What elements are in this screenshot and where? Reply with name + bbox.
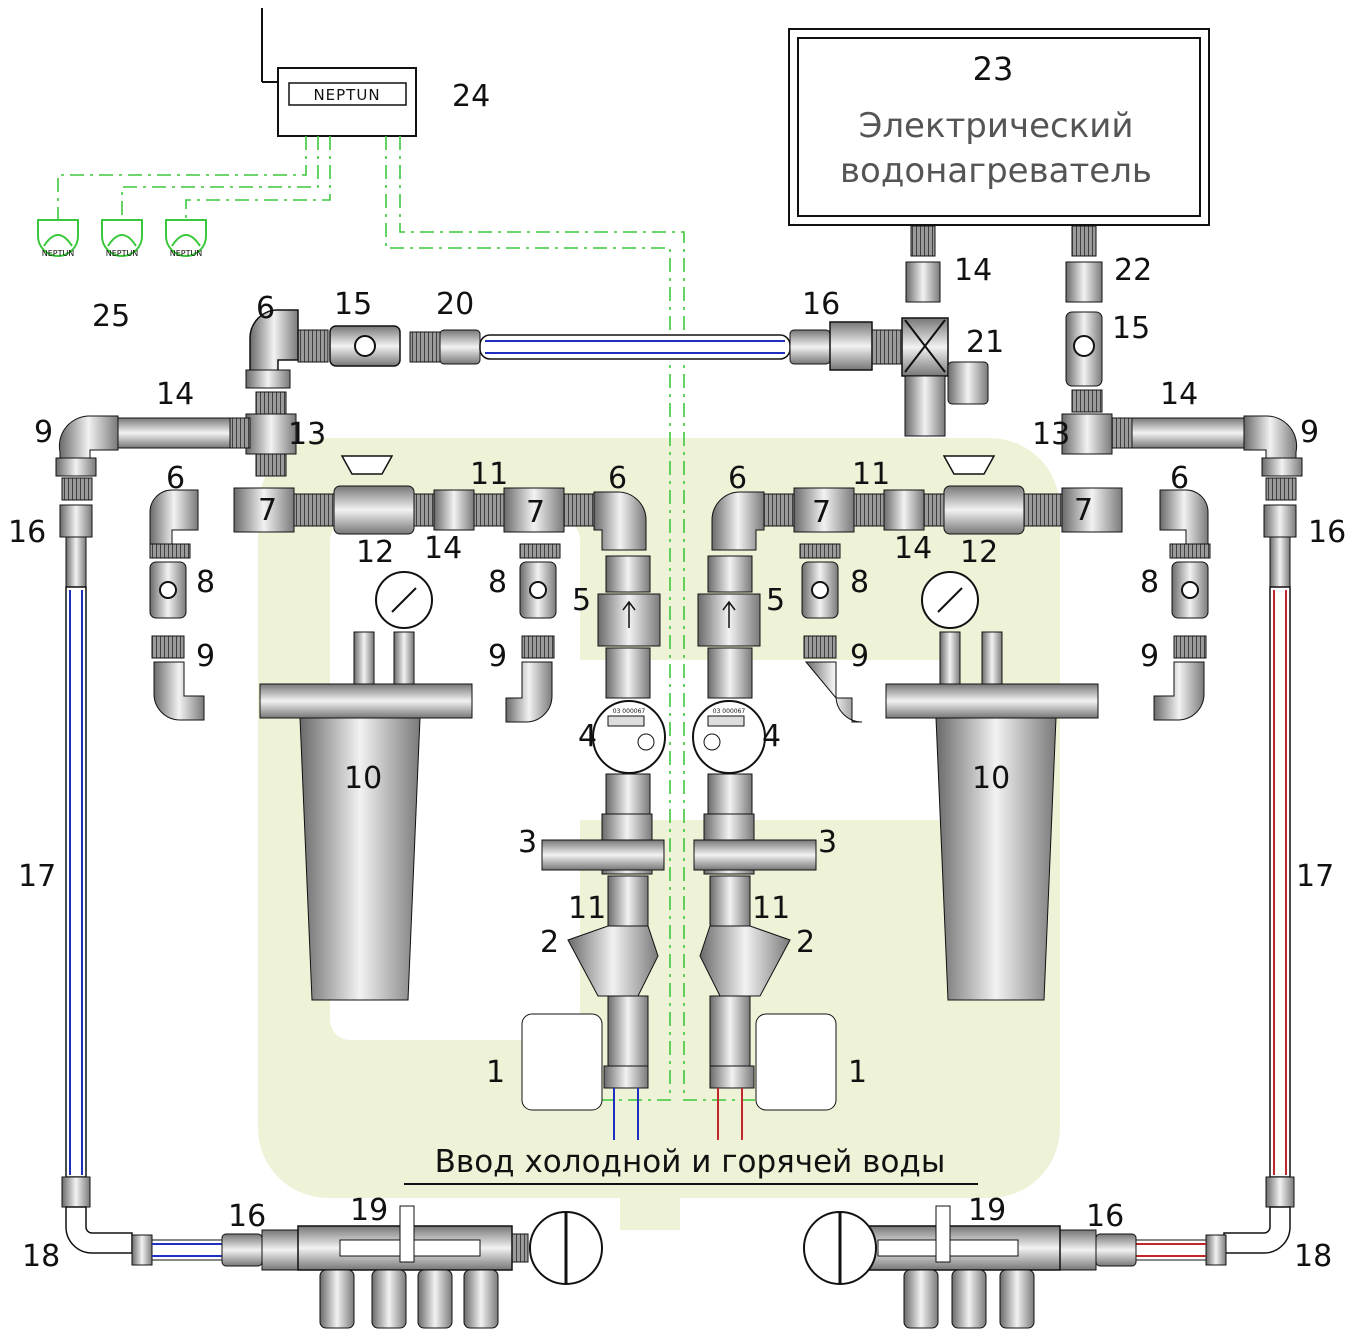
label-10: 10 [344,761,382,796]
controller-brand: NEPTUN [313,86,380,104]
label-25: 25 [92,299,130,334]
label-9: 9 [488,639,507,674]
label-2: 2 [540,925,559,960]
heater-number: 23 [973,50,1014,88]
label-17: 17 [18,859,56,894]
hot-riser: 03 000067 [692,555,837,1140]
leak-sensors: NEPTUN NEPTUN NEPTUN [37,219,207,258]
electric-water-heater: 23 Электрический водонагреватель [788,28,1210,226]
label-13: 13 [1032,417,1070,452]
sensor-wiring [57,136,770,1101]
label-4: 4 [762,719,781,754]
label-7: 7 [812,495,831,530]
label-11: 11 [752,891,790,926]
label-12: 12 [356,535,394,570]
label-1: 1 [848,1055,867,1090]
cold-manifold [297,1205,603,1329]
label-21: 21 [966,325,1004,360]
heater-nipples [910,225,1097,257]
sensor-brand: NEPTUN [106,249,139,258]
leak-sensor: NEPTUN [37,219,79,258]
meter-serial: 03 000067 [613,708,646,715]
label-19: 19 [968,1193,1006,1228]
label-16: 16 [8,515,46,550]
label-14: 14 [894,531,932,566]
label-4: 4 [578,719,597,754]
label-16: 16 [1086,1199,1124,1234]
label-15: 15 [334,287,372,322]
label-19: 19 [350,1193,388,1228]
cold-riser: 03 000067 [521,555,666,1140]
label-6: 6 [256,291,275,326]
label-3: 3 [818,825,837,860]
leak-sensor: NEPTUN [101,219,143,258]
label-17: 17 [1296,859,1334,894]
label-12: 12 [960,535,998,570]
hot-side-fittings [711,389,1303,1271]
label-8: 8 [850,565,869,600]
label-24: 24 [452,79,490,114]
label-18: 18 [1294,1239,1332,1274]
label-6: 6 [166,461,185,496]
callout-labels: 24 25 6 15 20 16 14 22 21 15 14 9 13 14 … [8,79,1346,1274]
label-10: 10 [972,761,1010,796]
label-6: 6 [728,461,747,496]
leak-sensor: NEPTUN [165,219,207,258]
label-8: 8 [1140,565,1159,600]
label-6: 6 [608,461,627,496]
label-14: 14 [954,253,992,288]
label-5: 5 [766,583,785,618]
label-5: 5 [572,583,591,618]
label-7: 7 [526,495,545,530]
label-22: 22 [1114,253,1152,288]
neptun-controller: NEPTUN [261,8,417,137]
label-9: 9 [1300,415,1319,450]
hot-filter [885,571,1099,1001]
label-6: 6 [1170,461,1189,496]
label-9: 9 [850,639,869,674]
cold-side-fittings [55,309,647,1271]
label-9: 9 [34,415,53,450]
label-18: 18 [22,1239,60,1274]
label-8: 8 [196,565,215,600]
hot-manifold [803,1205,1061,1329]
label-16: 16 [228,1199,266,1234]
label-15: 15 [1112,311,1150,346]
heater-title-line2: водонагреватель [840,151,1152,191]
cold-filter [259,571,473,1001]
label-14: 14 [156,377,194,412]
label-14: 14 [1160,377,1198,412]
heater-supply-line [297,261,1103,437]
sensor-brand: NEPTUN [170,249,203,258]
label-13: 13 [288,417,326,452]
label-3: 3 [518,825,537,860]
label-20: 20 [436,287,474,322]
label-16: 16 [802,287,840,322]
label-11: 11 [470,457,508,492]
label-14: 14 [424,531,462,566]
label-9: 9 [1140,639,1159,674]
label-8: 8 [488,565,507,600]
heater-title-line1: Электрический [859,106,1134,146]
label-7: 7 [258,493,277,528]
label-11: 11 [852,457,890,492]
label-16: 16 [1308,515,1346,550]
meter-serial: 03 000067 [713,708,746,715]
diagram-caption: Ввод холодной и горячей воды [435,1144,946,1180]
label-9: 9 [196,639,215,674]
sensor-brand: NEPTUN [42,249,75,258]
label-1: 1 [486,1055,505,1090]
label-7: 7 [1074,493,1093,528]
label-2: 2 [796,925,815,960]
label-11: 11 [568,891,606,926]
